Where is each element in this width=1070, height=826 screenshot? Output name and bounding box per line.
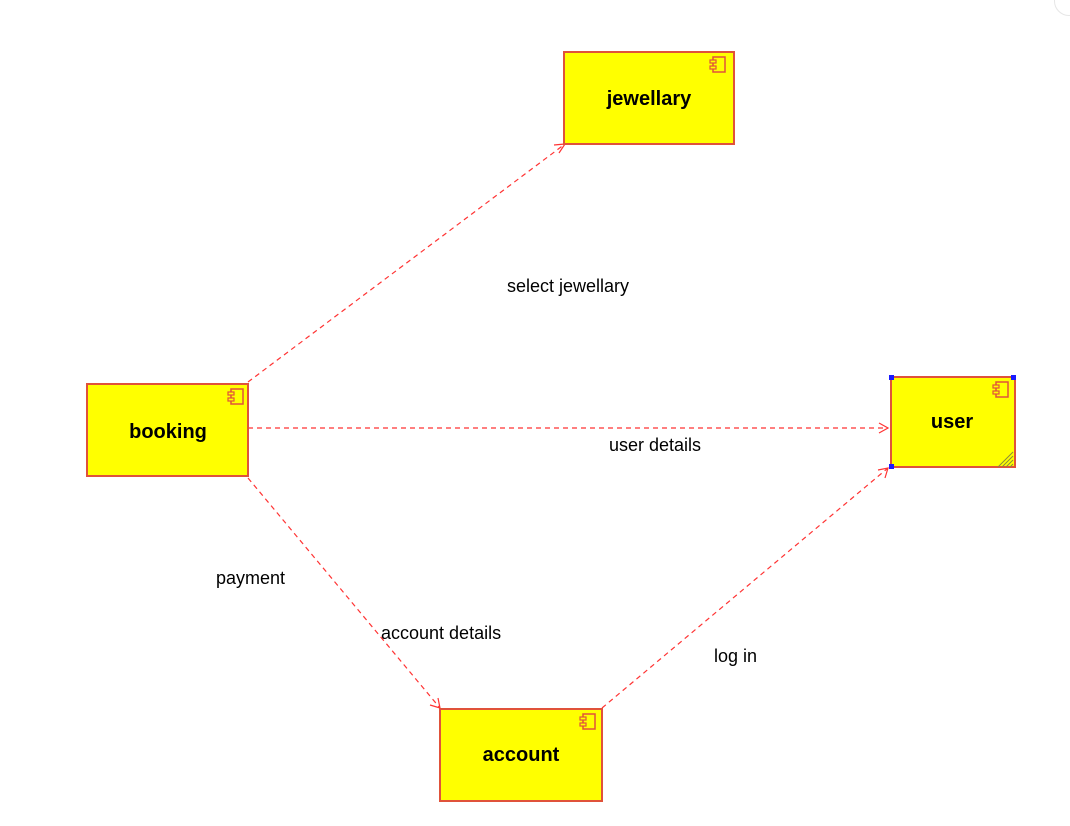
selection-handle[interactable] xyxy=(889,464,894,469)
component-name-jewellary: jewellary xyxy=(606,88,692,110)
label-select-jewellary: select jewellary xyxy=(507,276,629,296)
label-account-details: account details xyxy=(381,623,501,643)
component-jewellary[interactable]: jewellary xyxy=(563,51,735,145)
component-icon xyxy=(579,713,596,730)
component-icon xyxy=(992,381,1009,398)
label-user-details: user details xyxy=(609,435,701,455)
connectors xyxy=(247,143,890,709)
connector-booking-jewellary[interactable] xyxy=(247,143,567,383)
component-name-user: user xyxy=(931,411,973,433)
component-icon xyxy=(227,388,244,405)
label-log-in: log in xyxy=(714,646,757,666)
component-account[interactable]: account xyxy=(439,708,603,802)
selection-handle[interactable] xyxy=(1011,375,1016,380)
connector-booking-user[interactable] xyxy=(248,422,890,434)
selection-handle[interactable] xyxy=(889,375,894,380)
resize-grip-icon[interactable] xyxy=(997,451,1014,468)
connector-account-user[interactable] xyxy=(601,467,889,709)
component-name-account: account xyxy=(483,744,560,766)
component-booking[interactable]: booking xyxy=(86,383,249,477)
component-icon xyxy=(709,56,726,73)
connector-booking-account[interactable] xyxy=(247,477,441,709)
label-payment: payment xyxy=(216,568,285,588)
component-name-booking: booking xyxy=(129,421,207,443)
component-user[interactable]: user xyxy=(889,375,1016,469)
